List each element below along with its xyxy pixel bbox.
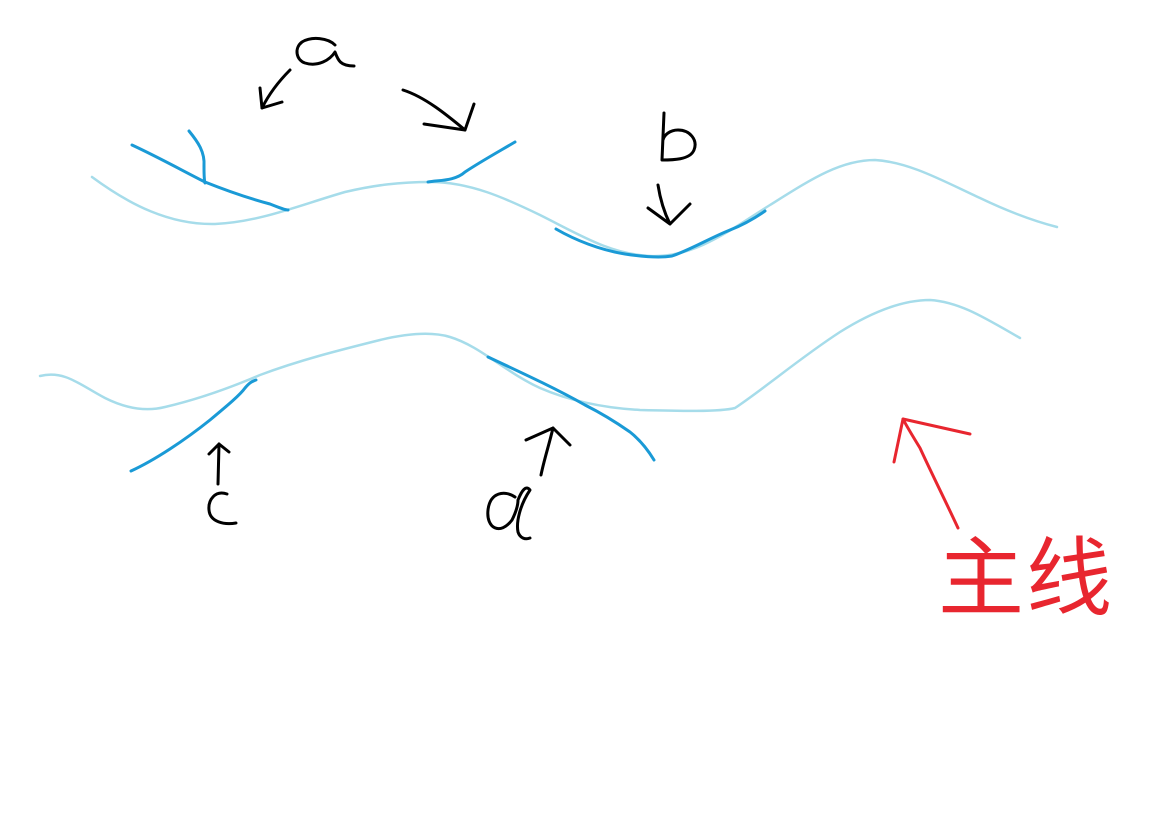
branch-a-right [426,140,517,184]
label-main-line: 主线 [938,529,1114,629]
branch-a-left [130,143,290,212]
label-d-text: d [486,494,487,496]
branch-d [486,355,656,462]
label-b-text: b [660,114,661,116]
lower-main-line [38,298,1022,413]
arrow-b-icon [646,183,692,226]
upper-main-line [90,158,1059,258]
label-c: c [207,491,238,526]
branch-b [554,209,767,259]
label-b: b [660,111,697,162]
label-d: d [486,486,532,541]
branch-c [129,378,258,473]
label-c-text: c [208,493,209,495]
arrow-d-icon [524,426,572,477]
label-a: a [295,36,356,68]
arrow-a-right-icon [401,88,476,132]
branch-a-left-fork [187,129,207,185]
arrow-c-icon [207,442,231,486]
arrow-main-line-icon [892,417,972,530]
arrow-a-left-icon [258,68,292,110]
